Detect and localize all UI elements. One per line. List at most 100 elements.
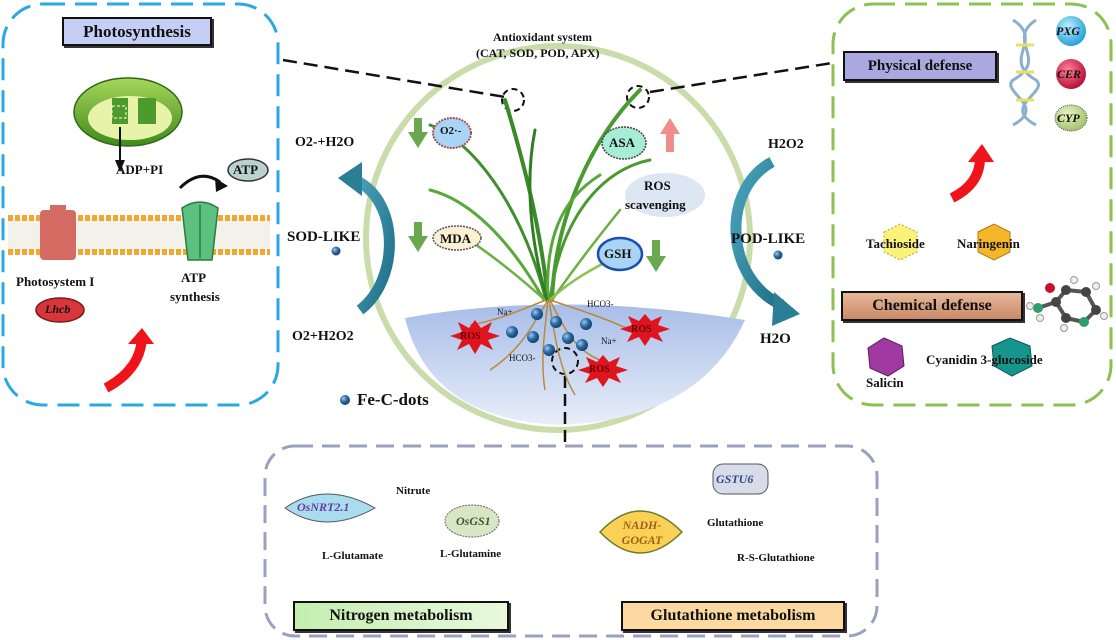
cyp-gene-label: CYP [1057, 111, 1080, 125]
ros-scavenging-label-1: ROS [644, 178, 671, 193]
o2-marker-bubble [432, 117, 472, 149]
connector-line-right [649, 61, 833, 94]
ion-na-2: Na+ [601, 336, 617, 346]
osgs1-label: OsGS1 [456, 514, 491, 528]
naringenin-hexagon [977, 223, 1011, 261]
ion-na-1: Na+ [497, 307, 513, 317]
soil-region [405, 304, 745, 425]
osnrt21-label: OsNRT2.1 [297, 500, 350, 514]
fe-c-dots-cluster [506, 308, 592, 356]
mda-marker-label: MDA [440, 231, 472, 246]
nadh-gogat-label: NADH-GOGAT [621, 518, 663, 547]
pod-curved-arrow [730, 157, 785, 311]
zoom-circle-right [626, 85, 650, 109]
chloroplast-arrow-head [115, 160, 125, 172]
naringenin-label: Naringenin [957, 236, 1020, 251]
atp-label: ATP [233, 162, 259, 177]
pod-like-label: POD-LIKE [731, 231, 806, 247]
lhcb-label: Lhcb [45, 302, 71, 316]
pod-arrow-head [772, 292, 800, 326]
ros-label-2: ROS [631, 324, 652, 335]
gsh-marker-bubble [596, 236, 644, 272]
dna-helix-icon [1009, 18, 1040, 127]
connector-line-left [282, 58, 506, 99]
ros-label-3: ROS [589, 364, 610, 375]
sod-curved-arrow [352, 174, 395, 315]
l-glutamate-label: L-Glutamate [322, 550, 384, 562]
sod-arrow-head [338, 162, 362, 196]
ion-hco3-1: HCO3- [587, 299, 614, 309]
photosynthesis-panel-border [1, 2, 280, 407]
gstu6-label: GSTU6 [716, 472, 754, 486]
glutathione-metabolism-title: Glutathione metabolism [621, 601, 845, 631]
chloroplast-icon [73, 77, 183, 147]
photosynthesis-up-arrow-head [128, 328, 154, 344]
photosystem-label: Photosystem I [16, 274, 95, 289]
cyanidin-label: Cyanidin 3-glucoside [926, 352, 1043, 367]
defense-panel-border [831, 2, 1113, 407]
ros-scavenging-cloud [625, 173, 705, 217]
trend-arrow-mda-down [408, 222, 428, 252]
atp-cycle-arrow [178, 174, 221, 190]
fe-c-dot-pod [773, 250, 783, 260]
asa-marker-bubble [601, 126, 647, 160]
tachioside-label: Tachioside [866, 236, 925, 251]
pod-input-label: H2O2 [768, 137, 804, 152]
atp-cycle-arrow-head [215, 178, 228, 192]
ros-burst-1 [450, 320, 500, 354]
pxg-gene-ball [1056, 16, 1086, 46]
nitrogen-metabolism-title: Nitrogen metabolism [293, 601, 509, 631]
gstu6-box [712, 463, 769, 495]
ros-label-1: ROS [460, 331, 481, 342]
photosystem-protein [40, 205, 76, 260]
antioxidant-label-1: Antioxidant system [493, 30, 593, 44]
l-glutamine-label: L-Glutamine [440, 548, 502, 560]
sod-output-label: O2+H2O2 [292, 329, 354, 344]
sod-like-label: SOD-LIKE [287, 229, 361, 245]
atp-synthesis-label-2: synthesis [170, 289, 220, 304]
asa-marker-label: ASA [609, 135, 636, 150]
ros-scavenging-label-2: scavenging [625, 197, 686, 212]
antioxidant-label-2: (CAT, SOD, POD, APX) [476, 46, 600, 60]
cer-gene-ball [1056, 59, 1086, 89]
photosynthesis-title: Photosynthesis [62, 17, 212, 46]
trend-arrow-gsh-down [646, 240, 666, 272]
defense-up-arrow [949, 157, 985, 203]
pxg-gene-label: PXG [1056, 24, 1080, 38]
rice-plant [428, 88, 652, 302]
trend-arrow-asa-up [660, 118, 680, 152]
cyp-gene-ball [1054, 104, 1088, 132]
r-s-glutathione-label: R-S-Glutathione [737, 552, 815, 564]
ros-burst-2 [620, 314, 670, 346]
fe-c-dot-sod [331, 246, 341, 256]
nadh-gogat-diamond [598, 510, 684, 554]
mda-marker-bubble [432, 225, 482, 251]
plant-circle [363, 43, 753, 433]
adp-pi-label: ADP+PI [116, 162, 164, 177]
o2-marker-label: O2·- [440, 125, 462, 137]
metabolism-panel-border [263, 444, 879, 638]
nitrute-label: Nitrute [396, 485, 431, 497]
atp-synthesis-label-1: ATP [181, 270, 207, 285]
atp-synthase-protein [181, 201, 219, 261]
cyanidin-hexagon [991, 337, 1033, 377]
cer-gene-label: CER [1057, 67, 1082, 81]
nicotinamide-molecule-icon [1026, 276, 1108, 332]
salicin-label: Salicin [866, 375, 904, 390]
photosynthesis-up-arrow [103, 337, 147, 393]
osgs1-ellipse [444, 504, 500, 538]
fe-c-dots-legend-label: Fe-C-dots [357, 390, 429, 409]
fe-c-dot-legend [340, 395, 350, 405]
chemical-defense-title: Chemical defense [841, 291, 1023, 321]
gsh-marker-label: GSH [604, 246, 632, 261]
ion-hco3-2: HCO3- [509, 353, 536, 363]
defense-up-arrow-head [968, 144, 994, 162]
glutathione-label: Glutathione [707, 517, 764, 529]
pod-output-label: H2O [760, 331, 791, 347]
atp-bubble [227, 158, 269, 182]
salicin-hexagon [867, 337, 905, 377]
trend-arrow-o2-down [408, 118, 428, 148]
zoom-circle-left [501, 88, 525, 112]
osnrt21-diamond [284, 493, 377, 523]
